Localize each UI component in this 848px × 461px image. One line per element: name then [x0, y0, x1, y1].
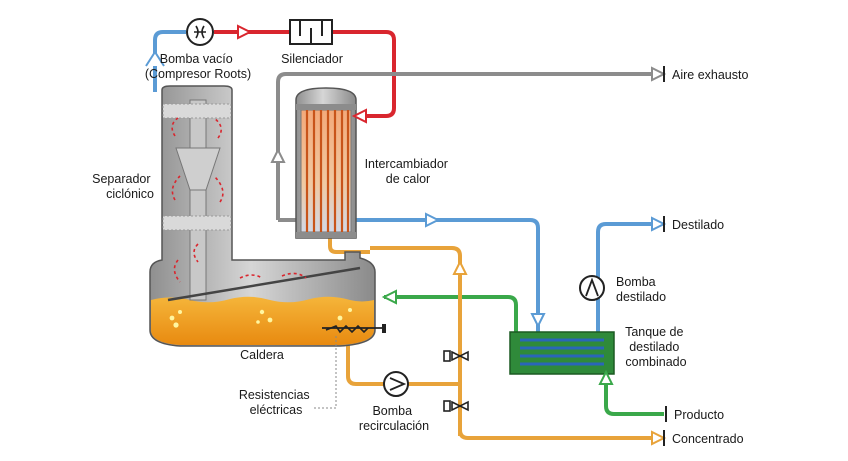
recirculation-line	[328, 228, 652, 440]
inclined-tray	[167, 266, 361, 302]
product-line	[384, 295, 664, 416]
heaters-label: Resistencias eléctricas	[239, 388, 313, 417]
product-label: Producto	[674, 408, 724, 422]
exchanger-tubes	[305, 110, 350, 232]
exhaust-air-line	[276, 72, 652, 222]
concentrate-label: Concentrado	[672, 432, 744, 446]
valve-icon	[443, 350, 469, 412]
recirculation-pump-label: Bomba recirculación	[359, 404, 429, 433]
silencer-label: Silenciador	[281, 52, 343, 66]
flow-arrows	[145, 24, 667, 446]
heat-exchanger-label: Intercambiador de calor	[365, 157, 452, 186]
combined-tank-label: Tanque de destilado combinado	[625, 325, 687, 369]
boiler-label: Caldera	[240, 348, 284, 362]
silencer-icon	[289, 19, 333, 45]
demister-top	[162, 103, 232, 119]
exhaust-air-label: Aire exhausto	[672, 68, 748, 82]
distillate-pump-icon	[579, 275, 605, 301]
distillate-pump-label: Bomba destilado	[616, 275, 666, 304]
vacuum-pump-icon	[186, 18, 214, 46]
recirculation-pump-icon	[383, 371, 409, 397]
demister-bottom	[162, 215, 232, 231]
distillate-label: Destilado	[672, 218, 724, 232]
boiler-vessel	[149, 85, 386, 347]
cyclone-label: Separador ciclónico	[92, 172, 154, 201]
vapor-swirl	[171, 117, 307, 283]
distillate-line	[352, 218, 652, 332]
boiler-liquid	[151, 296, 374, 345]
combined-distillate-tank	[509, 331, 615, 375]
heat-exchanger	[295, 87, 357, 239]
boiling-bubbles	[169, 308, 352, 328]
vacuum-pump-label: Bomba vacío (Compresor Roots)	[145, 52, 251, 81]
heater-coil	[325, 324, 369, 334]
heater-leader-line	[314, 336, 337, 409]
